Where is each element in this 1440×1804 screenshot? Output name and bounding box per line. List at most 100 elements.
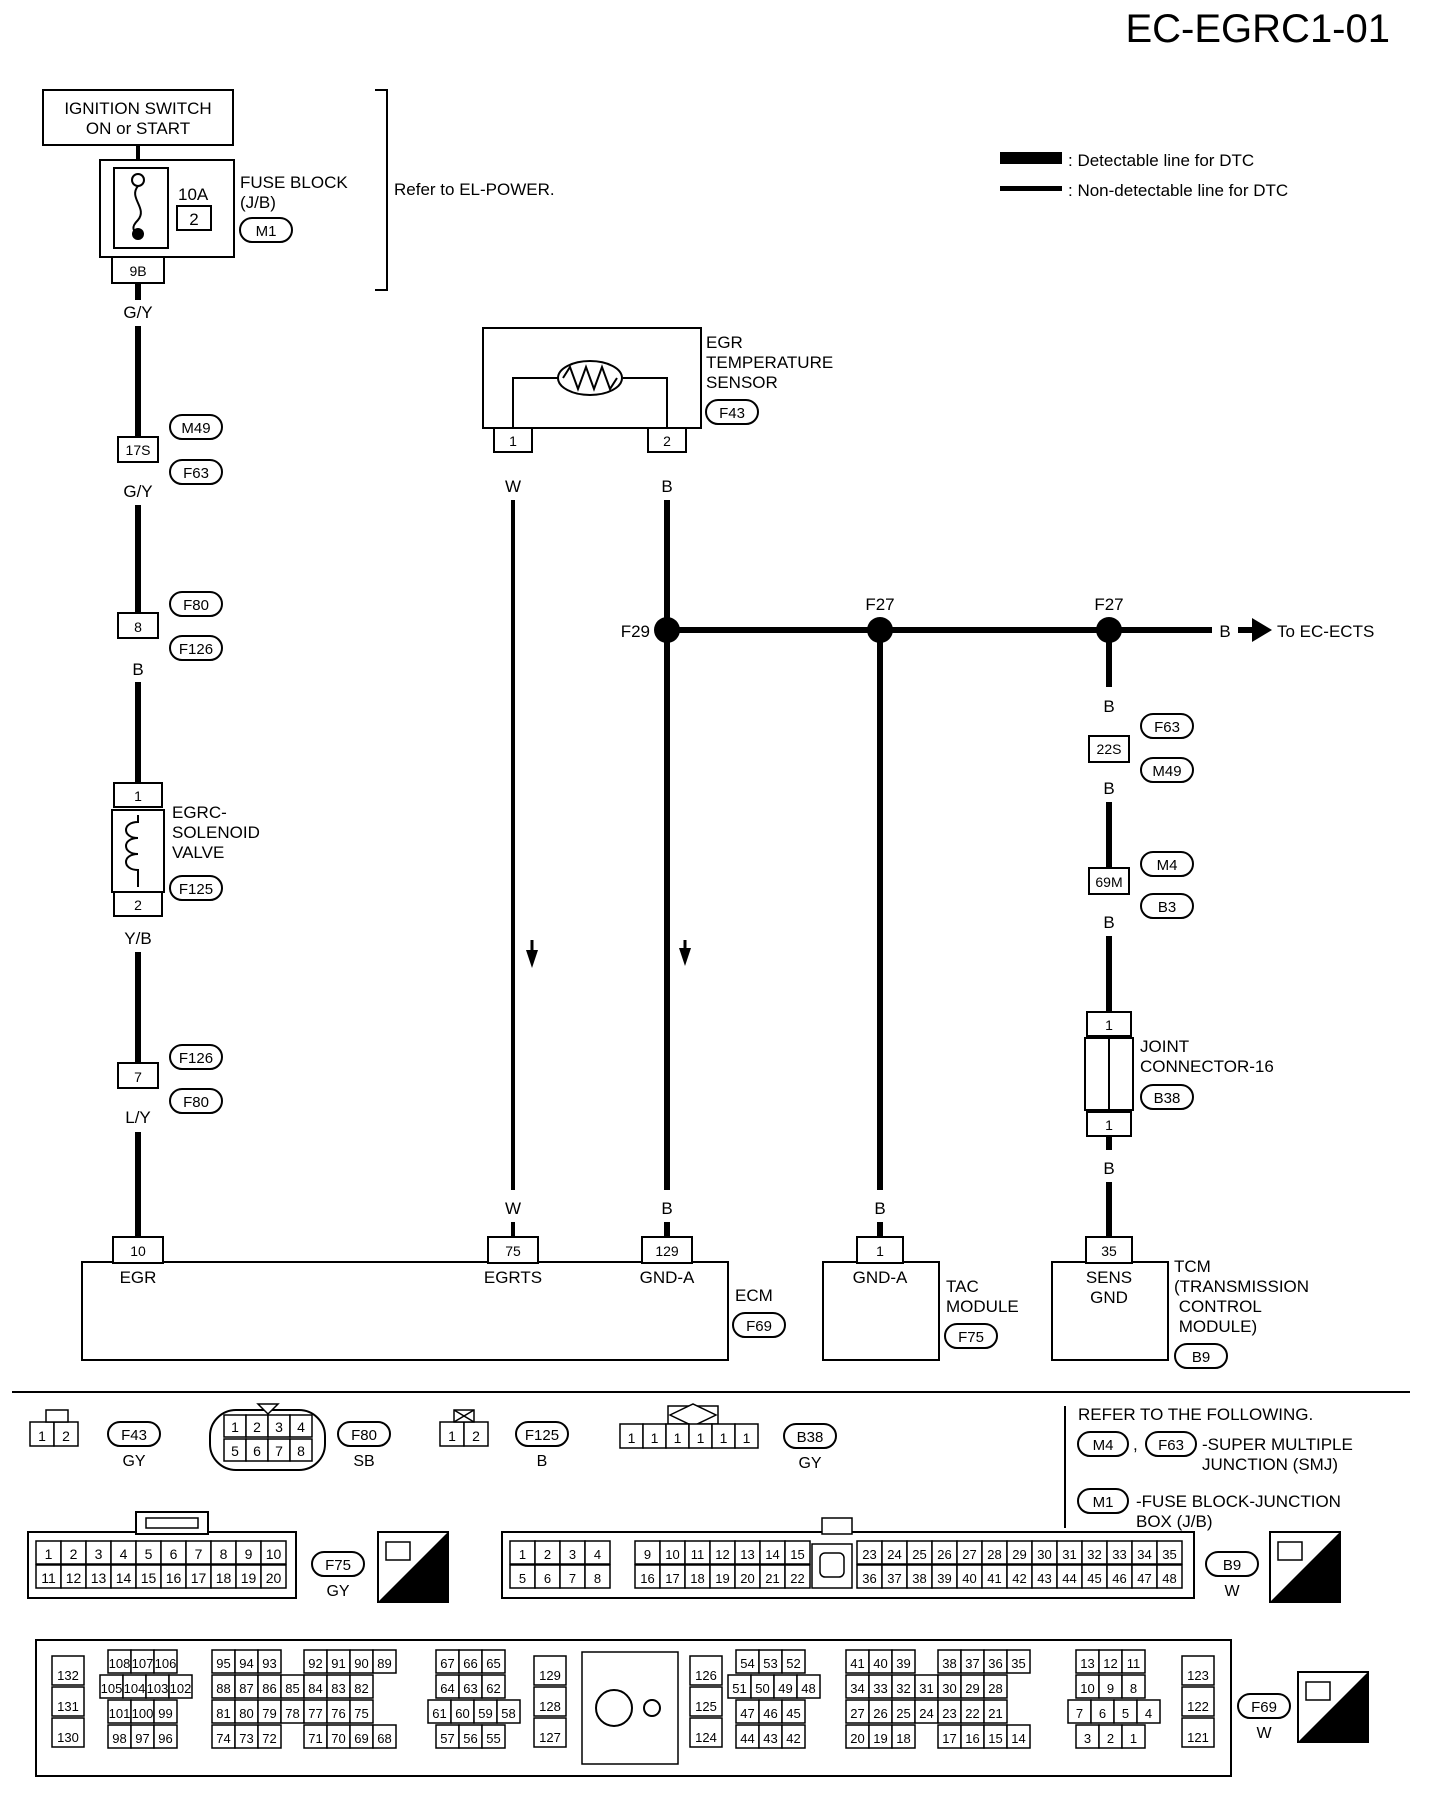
- fuse-number: 2: [189, 210, 198, 229]
- ecm-label: ECM: [735, 1286, 773, 1305]
- f69-pin-48: 48: [801, 1681, 815, 1696]
- f75-color: GY: [326, 1583, 349, 1600]
- f69-pin-75: 75: [354, 1706, 368, 1721]
- f69-pin-28: 28: [988, 1681, 1002, 1696]
- connector-code-m49-b: M49: [1152, 763, 1181, 780]
- f69-pin-7: 7: [1076, 1706, 1083, 1721]
- b9-pin-31: 31: [1062, 1547, 1076, 1562]
- joint-connector-code: B38: [1154, 1090, 1181, 1107]
- f69-pin-27: 27: [850, 1706, 864, 1721]
- f69-pin-106: 106: [155, 1656, 177, 1671]
- f69-pin-77: 77: [308, 1706, 322, 1721]
- f75-pin-5: 5: [145, 1546, 153, 1562]
- b9-pin-38: 38: [912, 1571, 926, 1586]
- wire-color-b-3: B: [661, 1199, 672, 1218]
- f80-pin-2: 2: [253, 1419, 261, 1435]
- connector-code-m4: M4: [1157, 857, 1178, 874]
- wire-color-b-5: B: [1103, 697, 1114, 716]
- b9-pin-40: 40: [962, 1571, 976, 1586]
- f75-pin-20: 20: [266, 1570, 282, 1586]
- f69-pin-16: 16: [965, 1731, 979, 1746]
- f80-pin-5: 5: [231, 1443, 239, 1459]
- f75-pin-15: 15: [141, 1570, 157, 1586]
- f43-pin-2: 2: [62, 1428, 70, 1444]
- b9-pin-41: 41: [987, 1571, 1001, 1586]
- f69-pin-71: 71: [308, 1731, 322, 1746]
- f80-color: SB: [353, 1453, 374, 1470]
- f69-pin-87: 87: [239, 1681, 253, 1696]
- f69-pin-98: 98: [112, 1731, 126, 1746]
- f69-pin-96: 96: [158, 1731, 172, 1746]
- f69-pin-62: 62: [486, 1681, 500, 1696]
- f69-pin-44: 44: [740, 1731, 754, 1746]
- connector-code-f126-a: F126: [179, 641, 213, 658]
- f75-pin-3: 3: [95, 1546, 103, 1562]
- b9-pin-8: 8: [594, 1571, 601, 1586]
- egr-sensor-pin1: 1: [509, 433, 517, 449]
- f75-pin-13: 13: [91, 1570, 107, 1586]
- f69-pin-22: 22: [965, 1706, 979, 1721]
- b38-pin-1: 1: [697, 1430, 705, 1446]
- b9-pin-42: 42: [1012, 1571, 1026, 1586]
- f69-pin-65: 65: [486, 1656, 500, 1671]
- f69-pin-3: 3: [1084, 1731, 1091, 1746]
- f80-pin-4: 4: [297, 1419, 305, 1435]
- f69-pin-56: 56: [463, 1731, 477, 1746]
- svg-text:,: ,: [1133, 1435, 1138, 1454]
- f75-pin-12: 12: [66, 1570, 82, 1586]
- f69-pin-121: 121: [1187, 1730, 1209, 1745]
- f69-pin-99: 99: [158, 1706, 172, 1721]
- f75-pin-18: 18: [216, 1570, 232, 1586]
- connector-code-f63-b: F63: [1154, 719, 1180, 736]
- wire-color-b-4: B: [874, 1199, 885, 1218]
- f69-pin-108: 108: [109, 1656, 131, 1671]
- f69-pin-128: 128: [539, 1699, 561, 1714]
- f69-pin-57: 57: [440, 1731, 454, 1746]
- f69-pin-88: 88: [216, 1681, 230, 1696]
- f69-pin-90: 90: [354, 1656, 368, 1671]
- f80-pin-3: 3: [275, 1419, 283, 1435]
- f69-pin-36: 36: [988, 1656, 1002, 1671]
- f75-pin-9: 9: [245, 1546, 253, 1562]
- f69-pin-8: 8: [1130, 1681, 1137, 1696]
- f75-pin-14: 14: [116, 1570, 132, 1586]
- b9-pin-7: 7: [569, 1571, 576, 1586]
- f69-pin-52: 52: [786, 1656, 800, 1671]
- b9-pin-23: 23: [862, 1547, 876, 1562]
- b9-pin-4: 4: [594, 1547, 601, 1562]
- tac-pin: 1: [876, 1243, 884, 1259]
- legend-detectable: : Detectable line for DTC: [1068, 151, 1254, 170]
- b9-pin-13: 13: [740, 1547, 754, 1562]
- connector-69m: 69M: [1095, 874, 1122, 890]
- f69-pin-29: 29: [965, 1681, 979, 1696]
- f69-pin-58: 58: [501, 1706, 515, 1721]
- f69-pin-73: 73: [239, 1731, 253, 1746]
- ecm-pin-10-name: EGR: [120, 1268, 157, 1287]
- splice-f27-a: F27: [865, 595, 894, 614]
- f125-code: F125: [525, 1427, 559, 1444]
- b38-color: GY: [798, 1455, 821, 1472]
- f69-pin-97: 97: [135, 1731, 149, 1746]
- f69-pin-42: 42: [786, 1731, 800, 1746]
- f69-pin-93: 93: [262, 1656, 276, 1671]
- b9-pin-44: 44: [1062, 1571, 1076, 1586]
- f75-code: F75: [325, 1557, 351, 1574]
- page-title: EC-EGRC1-01: [1125, 7, 1390, 51]
- b9-pin-2: 2: [544, 1547, 551, 1562]
- tcm-label: TCM(TRANSMISSION CONTROL MODULE): [1174, 1257, 1309, 1336]
- egrc-valve-code: F125: [179, 881, 213, 898]
- f69-pin-20: 20: [850, 1731, 864, 1746]
- wire-color-b-2: B: [661, 477, 672, 496]
- connector-code-f80-a: F80: [183, 597, 209, 614]
- f69-pin-82: 82: [354, 1681, 368, 1696]
- fuse-rating: 10A: [178, 185, 209, 204]
- f69-pin-126: 126: [695, 1668, 717, 1683]
- f69-pin-23: 23: [942, 1706, 956, 1721]
- f69-pin-86: 86: [262, 1681, 276, 1696]
- b9-pin-32: 32: [1087, 1547, 1101, 1562]
- f69-pin-30: 30: [942, 1681, 956, 1696]
